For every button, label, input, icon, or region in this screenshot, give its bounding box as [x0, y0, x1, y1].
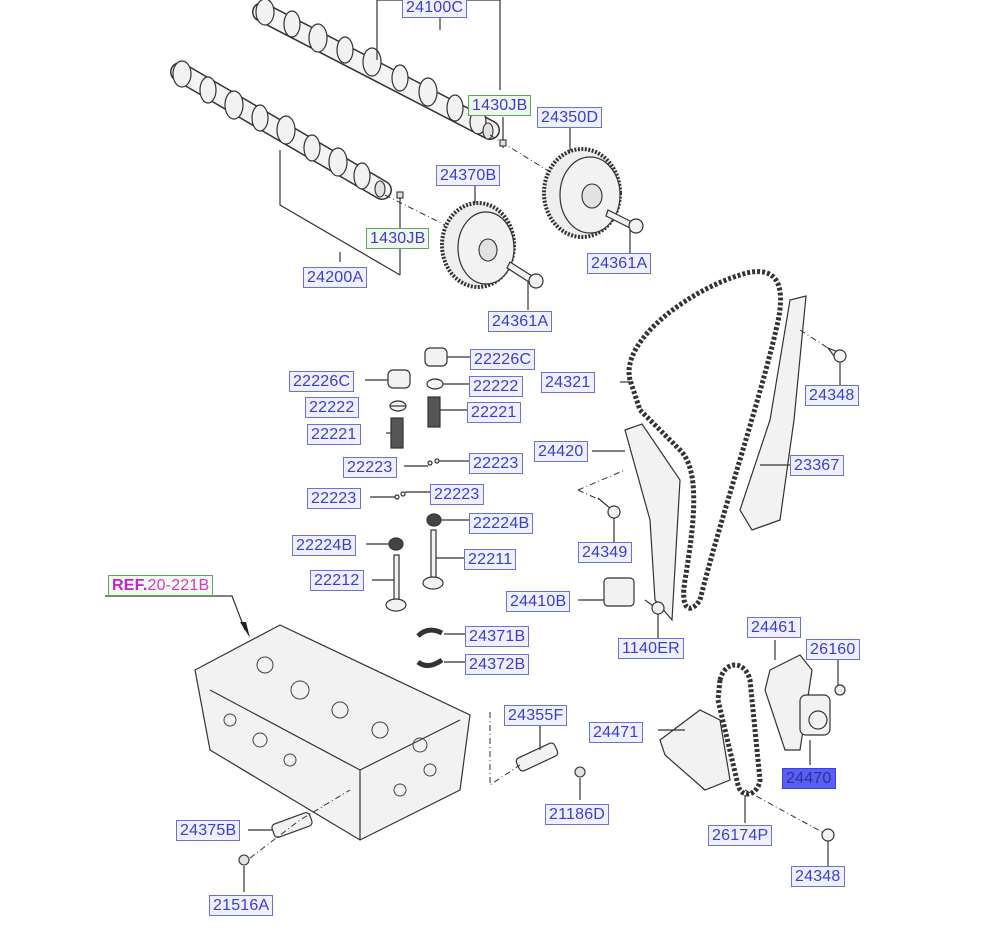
part-label-24350D[interactable]: 24350D	[537, 107, 603, 128]
timing-chain-24321	[626, 269, 783, 611]
part-label-24375B[interactable]: 24375B	[176, 820, 241, 841]
part-label-1140ER[interactable]: 1140ER	[618, 638, 684, 659]
part-label-24470-selected[interactable]: 24470	[782, 768, 836, 789]
part-label-22221-left[interactable]: 22221	[307, 424, 361, 445]
part-label-24348-lower[interactable]: 24348	[791, 866, 845, 887]
part-label-24200A[interactable]: 24200A	[303, 267, 368, 288]
dowel-pin-lower	[396, 191, 404, 199]
part-label-23367[interactable]: 23367	[790, 455, 844, 476]
cam-sprocket-24370B	[440, 201, 516, 289]
part-label-26160[interactable]: 26160	[806, 639, 860, 660]
part-label-24349[interactable]: 24349	[578, 542, 632, 563]
part-label-21516A[interactable]: 21516A	[209, 895, 274, 916]
part-label-24420[interactable]: 24420	[534, 441, 588, 462]
part-label-22222-left[interactable]: 22222	[305, 397, 359, 418]
guide-24471	[659, 709, 731, 791]
reference-code: 20-221B	[147, 577, 210, 594]
part-label-24355F[interactable]: 24355F	[504, 705, 568, 726]
part-label-1430JB-lower[interactable]: 1430JB	[366, 228, 430, 249]
part-label-22223-c[interactable]: 22223	[307, 488, 361, 509]
ref-leader	[105, 595, 246, 631]
chain-guide-23367	[739, 295, 807, 531]
part-label-24410B[interactable]: 24410B	[506, 591, 571, 612]
part-label-24321[interactable]: 24321	[541, 372, 595, 393]
bolt-21516A	[238, 854, 250, 866]
part-label-26174P[interactable]: 26174P	[708, 825, 773, 846]
part-label-22223-a[interactable]: 22223	[343, 457, 397, 478]
reference-label[interactable]: REF.20-221B	[108, 575, 214, 596]
part-label-24371B[interactable]: 24371B	[465, 626, 530, 647]
balance-chain-26174P	[715, 662, 763, 797]
part-label-22224B-left[interactable]: 22224B	[292, 535, 357, 556]
tensioner-24470	[799, 694, 831, 736]
part-label-22226C-left[interactable]: 22226C	[289, 371, 355, 392]
part-label-22212[interactable]: 22212	[310, 570, 364, 591]
axis-lines	[384, 134, 556, 226]
chain-guide-24420	[624, 423, 681, 622]
part-label-21186D[interactable]: 21186D	[545, 804, 610, 825]
tensioner-24410B	[603, 577, 635, 607]
sprocket-bolts	[506, 209, 644, 289]
part-label-22223-d[interactable]: 22223	[430, 484, 484, 505]
part-label-22223-b[interactable]: 22223	[469, 453, 523, 474]
part-label-24361A-right[interactable]: 24361A	[587, 253, 652, 274]
part-label-24361A-left[interactable]: 24361A	[488, 311, 553, 332]
cylinder-head	[194, 624, 471, 841]
part-label-24348-upper[interactable]: 24348	[805, 385, 859, 406]
camshaft-upper	[252, 0, 500, 140]
camshaft-lower	[170, 60, 392, 200]
part-label-22222-right[interactable]: 22222	[469, 376, 523, 397]
part-label-1430JB-upper[interactable]: 1430JB	[468, 95, 532, 116]
part-label-24100C[interactable]: 24100C	[402, 0, 468, 18]
dowel-pin-upper	[499, 139, 507, 147]
part-label-22211[interactable]: 22211	[464, 549, 517, 570]
part-label-22221-right[interactable]: 22221	[467, 402, 521, 423]
valve-train-parts	[385, 347, 448, 668]
part-label-22224B-right[interactable]: 22224B	[469, 513, 534, 534]
part-label-24370B[interactable]: 24370B	[436, 165, 501, 186]
part-label-24471[interactable]: 24471	[589, 722, 643, 743]
oil-control-valve-24355F	[515, 742, 586, 778]
part-label-22226C-right[interactable]: 22226C	[470, 349, 536, 370]
part-label-24372B[interactable]: 24372B	[465, 654, 530, 675]
part-label-24461[interactable]: 24461	[747, 617, 801, 638]
reference-prefix: REF.	[112, 577, 148, 594]
cam-sprocket-24350D	[542, 147, 622, 239]
